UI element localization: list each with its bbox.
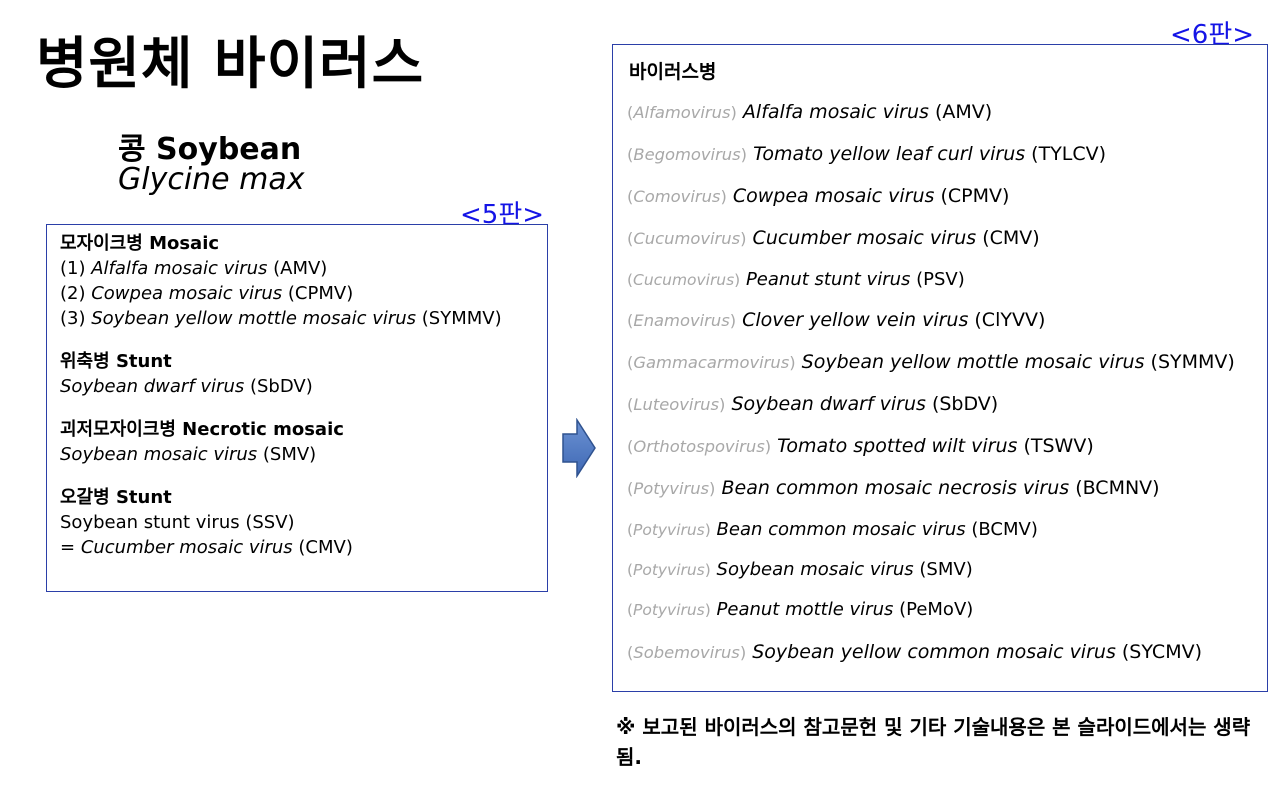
edition-6-box: 바이러스병 (Alfamovirus) Alfalfa mosaic virus… bbox=[612, 44, 1268, 692]
virus-item: (Cucumovirus) Peanut stunt virus (PSV) bbox=[627, 269, 965, 290]
virus-item: (Luteovirus) Soybean dwarf virus (SbDV) bbox=[627, 393, 999, 415]
section-title: 오갈병 Stunt bbox=[60, 487, 172, 508]
section-title: 위축병 Stunt bbox=[60, 351, 172, 372]
virus-item: (Potyvirus) Soybean mosaic virus (SMV) bbox=[627, 559, 973, 580]
footnote: ※ 보고된 바이러스의 참고문헌 및 기타 기술내용은 본 슬라이드에서는 생략… bbox=[616, 715, 1251, 769]
virus-line: (2) Cowpea mosaic virus (CPMV) bbox=[60, 283, 354, 304]
edition-6-label: <6판> bbox=[1170, 20, 1255, 50]
edition-5-box: 모자이크병 Mosaic (1) Alfalfa mosaic virus (A… bbox=[46, 224, 548, 592]
crop-name: 콩 Soybean bbox=[118, 132, 302, 167]
page-title: 병원체 바이러스 bbox=[36, 32, 425, 97]
section-stunt: 위축병 Stunt Soybean dwarf virus (SbDV) bbox=[60, 349, 547, 399]
virus-item: (Enamovirus) Clover yellow vein virus (C… bbox=[627, 309, 1046, 331]
virus-line: (3) Soybean yellow mottle mosaic virus (… bbox=[60, 308, 502, 329]
virus-item: (Comovirus) Cowpea mosaic virus (CPMV) bbox=[627, 185, 1010, 207]
virus-line: Soybean stunt virus (SSV) bbox=[60, 512, 295, 533]
section-title: 모자이크병 Mosaic bbox=[60, 233, 220, 254]
section-title: 괴저모자이크병 Necrotic mosaic bbox=[60, 419, 344, 440]
virus-item: (Potyvirus) Peanut mottle virus (PeMoV) bbox=[627, 599, 974, 620]
right-arrow-icon bbox=[562, 418, 596, 478]
virus-item: (Alfamovirus) Alfalfa mosaic virus (AMV) bbox=[627, 101, 993, 123]
virus-item: (Potyvirus) Bean common mosaic necrosis … bbox=[627, 477, 1160, 499]
edition-5-label: <5판> bbox=[460, 200, 545, 230]
section-mosaic: 모자이크병 Mosaic (1) Alfalfa mosaic virus (A… bbox=[60, 231, 547, 331]
box-title: 바이러스병 bbox=[629, 61, 717, 83]
crop-scientific-name: Glycine max bbox=[118, 162, 305, 197]
virus-item: (Begomovirus) Tomato yellow leaf curl vi… bbox=[627, 143, 1107, 165]
virus-line: (1) Alfalfa mosaic virus (AMV) bbox=[60, 258, 328, 279]
virus-item: (Sobemovirus) Soybean yellow common mosa… bbox=[627, 641, 1202, 663]
virus-line: = Cucumber mosaic virus (CMV) bbox=[60, 537, 353, 558]
virus-item: (Potyvirus) Bean common mosaic virus (BC… bbox=[627, 519, 1038, 540]
section-necrotic-mosaic: 괴저모자이크병 Necrotic mosaic Soybean mosaic v… bbox=[60, 417, 547, 467]
virus-item: (Gammacarmovirus) Soybean yellow mottle … bbox=[627, 351, 1235, 373]
section-stunt-2: 오갈병 Stunt Soybean stunt virus (SSV) = Cu… bbox=[60, 485, 547, 560]
virus-item: (Cucumovirus) Cucumber mosaic virus (CMV… bbox=[627, 227, 1040, 249]
virus-line: Soybean mosaic virus (SMV) bbox=[60, 444, 317, 465]
virus-line: Soybean dwarf virus (SbDV) bbox=[60, 376, 313, 397]
virus-item: (Orthotospovirus) Tomato spotted wilt vi… bbox=[627, 435, 1094, 457]
